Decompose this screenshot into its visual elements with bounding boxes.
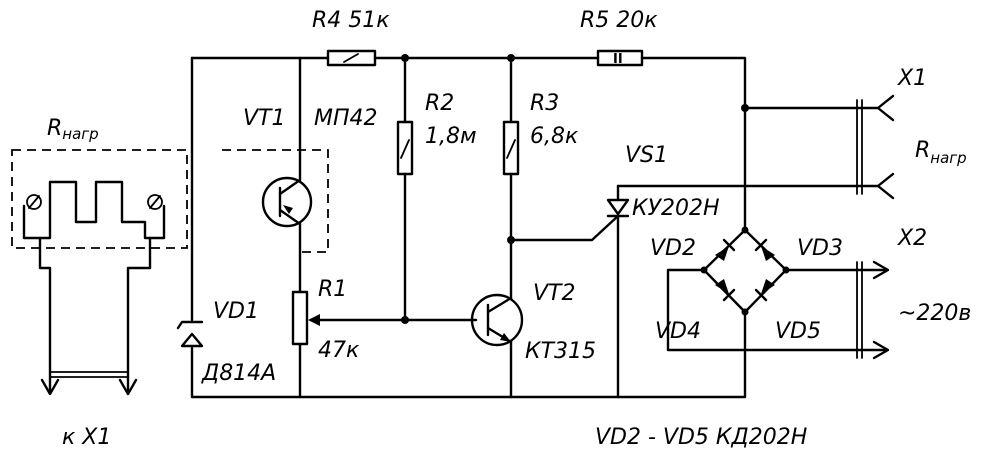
main-wiring (190, 56, 747, 399)
vs1-gate-wire (509, 214, 620, 242)
to-x1-label: к X1 (62, 425, 111, 450)
resistor-r2: R2 1,8м (396, 54, 477, 324)
zener-vd1: VD1 Д814А (176, 299, 276, 386)
load-left-label: Rнагр (47, 116, 99, 143)
mains-wiring: X2 ~220в (666, 226, 971, 360)
vd3-symbol (761, 246, 775, 261)
bridge-diamond (702, 228, 788, 314)
r4-label: R4 51к (312, 8, 390, 33)
vs1-label: VS1 (625, 143, 668, 168)
x2-arrow-bottom (872, 340, 890, 360)
vt1-label: VT1 (243, 106, 286, 131)
vd1-type: Д814А (201, 361, 276, 386)
load-right-label: Rнагр (915, 138, 967, 167)
vd2-symbol (715, 246, 729, 261)
transistor-vt1: VT1 МП42 (222, 56, 378, 294)
resistor-r3: R3 6,8к (502, 54, 579, 300)
x1-connector-bottom (876, 172, 895, 200)
vd3-label: VD3 (797, 236, 843, 261)
vd5-symbol (761, 279, 775, 294)
r2-value: 1,8м (425, 124, 477, 149)
vs1-type: КУ202Н (632, 196, 720, 221)
r2-label: R2 (425, 91, 454, 116)
load-terminal-left (26, 194, 42, 210)
r5-label: R5 20к (580, 8, 658, 33)
resistor-r5: II R5 20к (580, 8, 658, 67)
diode-bridge: VD2 VD3 VD4 VD5 VD2 - VD5 КД202Н (595, 104, 843, 450)
r3-value: 6,8к (530, 124, 579, 149)
vd4-label: VD4 (655, 319, 701, 344)
load-dashed-enclosure (11, 149, 188, 249)
transistor-vt2: VT2 КТ315 (470, 281, 596, 399)
load-lead-arrow-left (40, 378, 60, 396)
load-lead-right (126, 236, 152, 394)
x2-arrow-top (872, 260, 890, 280)
vt2-type: КТ315 (525, 339, 596, 364)
load-lead-arrow-right (118, 378, 138, 396)
load-heater-block: Rнагр к X1 (11, 116, 188, 450)
potentiometer-r1: R1 47к (291, 277, 478, 399)
x2-label: X2 (897, 226, 927, 251)
vd1-label: VD1 (213, 299, 259, 324)
r5-mark: II (613, 52, 623, 67)
vt2-label: VT2 (533, 281, 576, 306)
vt1-type: МП42 (314, 106, 378, 131)
r1-value: 47к (318, 338, 360, 363)
resistor-r4: R4 51к (312, 8, 390, 67)
vt1-dashed-box (222, 149, 329, 253)
x1-output: X1 Rнагр (616, 66, 967, 200)
heater-element (22, 180, 166, 240)
vd4-symbol (715, 279, 729, 294)
vd5-label: VD5 (775, 319, 821, 344)
vd2-label: VD2 (650, 236, 696, 261)
load-terminal-right (147, 194, 163, 210)
diode-note: VD2 - VD5 КД202Н (595, 425, 807, 450)
mains-label: ~220в (898, 301, 971, 326)
x1-label: X1 (897, 66, 927, 91)
bottom-rail (190, 358, 747, 399)
r1-label: R1 (318, 277, 347, 302)
top-rail (190, 56, 747, 110)
x1-connector-top (876, 94, 895, 122)
load-lead-left (38, 236, 52, 394)
thyristor-vs1: VS1 КУ202Н (509, 143, 720, 399)
r3-label: R3 (530, 91, 559, 116)
